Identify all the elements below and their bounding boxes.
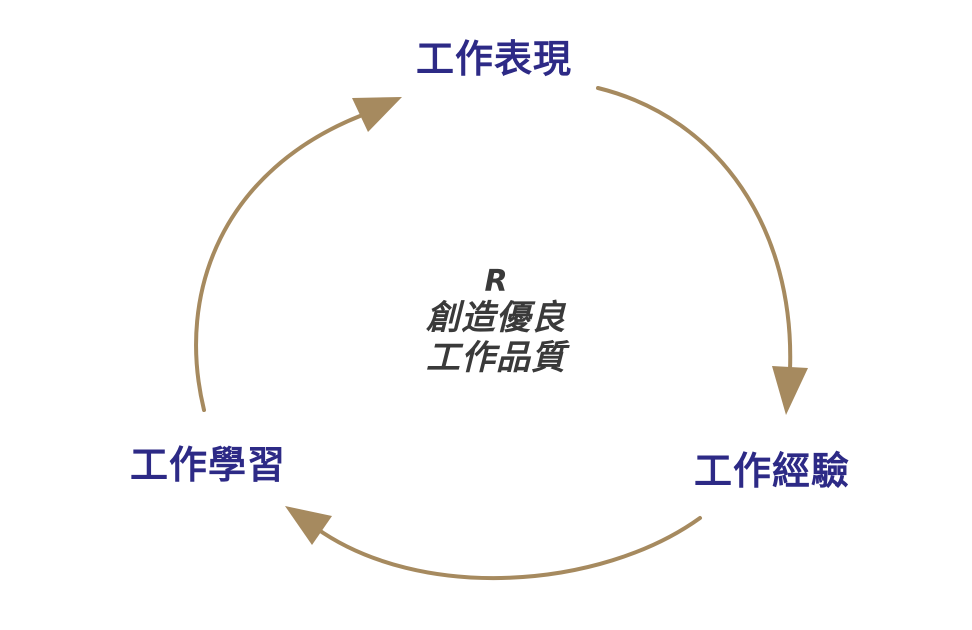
arrow-head-top <box>352 97 402 132</box>
node-work-performance: 工作表現 <box>416 37 573 81</box>
center-line-2: 工作品質 <box>426 338 566 378</box>
node-work-experience: 工作經驗 <box>694 449 851 493</box>
arrow-head-right <box>772 366 808 415</box>
arrow-right-to-left <box>314 516 702 581</box>
arrow-top-to-right <box>596 86 793 372</box>
node-work-learning: 工作學習 <box>130 443 287 487</box>
arrow-left-to-top <box>194 114 362 412</box>
center-line-1: 創造優良 <box>426 298 566 338</box>
arrow-head-left <box>285 506 332 545</box>
center-label: R 創造優良 工作品質 <box>386 264 606 379</box>
center-letter: R <box>484 264 508 299</box>
